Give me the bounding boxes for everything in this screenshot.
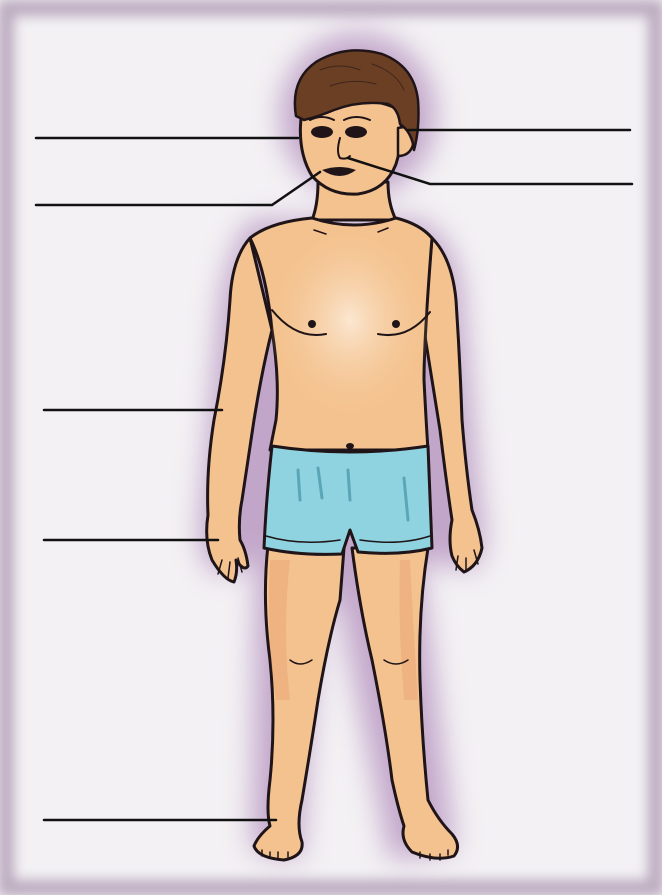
left-eye <box>311 126 333 138</box>
right-eye <box>345 126 367 138</box>
right-nipple <box>392 320 400 328</box>
left-nipple <box>308 320 316 328</box>
navel <box>346 443 354 449</box>
